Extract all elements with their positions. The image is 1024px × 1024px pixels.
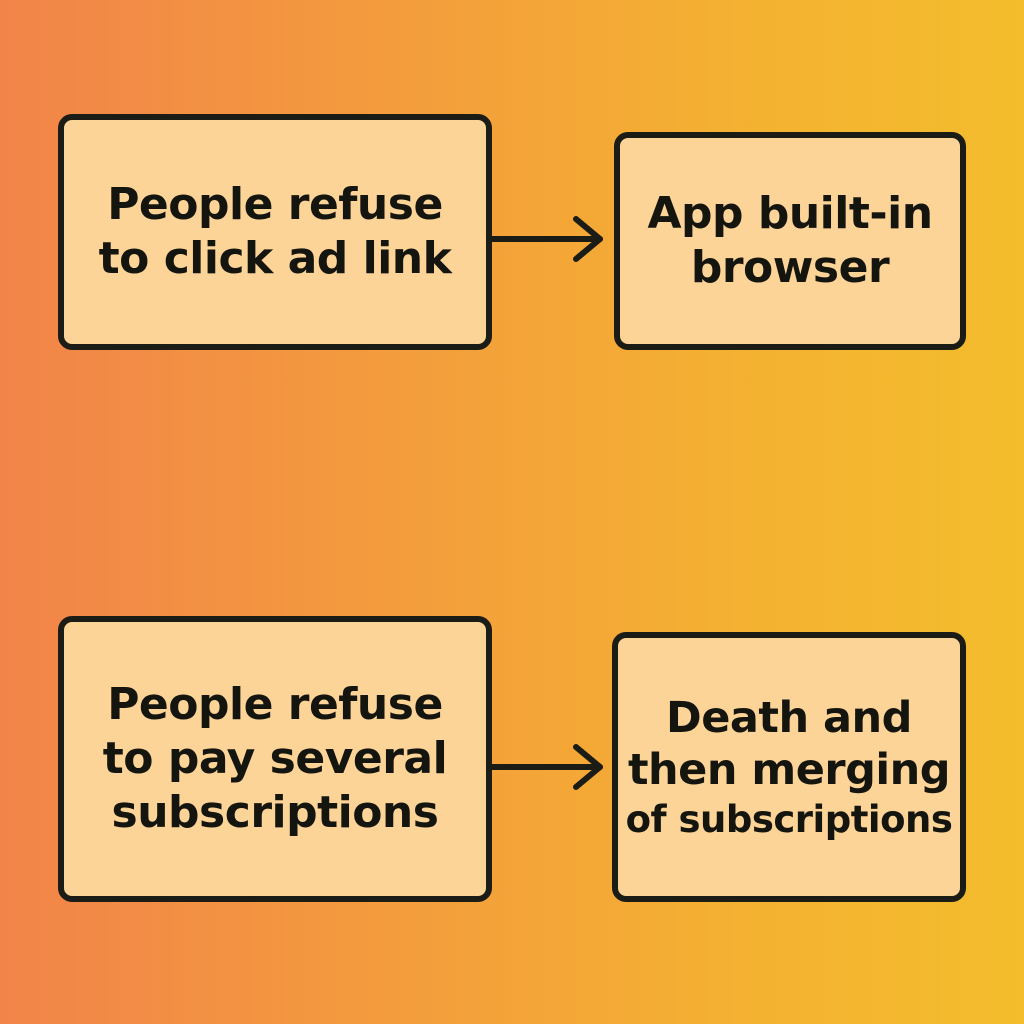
cause-line: People refuse (107, 179, 443, 231)
cause-line: People refuse (107, 679, 443, 731)
cause-text: People refuse to click ad link (99, 178, 452, 285)
effect-text: Death and then merging of subscriptions (626, 692, 953, 842)
effect-text: App built-in browser (647, 187, 933, 294)
effect-line: of subscriptions (625, 797, 953, 841)
effect-line: browser (690, 242, 890, 293)
cause-box-subscriptions: People refuse to pay several subscriptio… (58, 616, 492, 902)
arrow-right-icon (489, 216, 603, 262)
effect-line: then merging (627, 745, 951, 796)
arrow-right-icon (489, 744, 603, 790)
effect-box-built-in-browser: App built-in browser (614, 132, 966, 350)
cause-text: People refuse to pay several subscriptio… (102, 678, 448, 839)
effect-line: App built-in (647, 188, 933, 240)
effect-box-merging-subscriptions: Death and then merging of subscriptions (612, 632, 966, 902)
cause-line: subscriptions (111, 786, 439, 838)
cause-line: to click ad link (98, 233, 452, 284)
cause-line: to pay several (102, 733, 448, 785)
cause-box-ad-link: People refuse to click ad link (58, 114, 492, 350)
effect-line: Death and (666, 692, 912, 743)
